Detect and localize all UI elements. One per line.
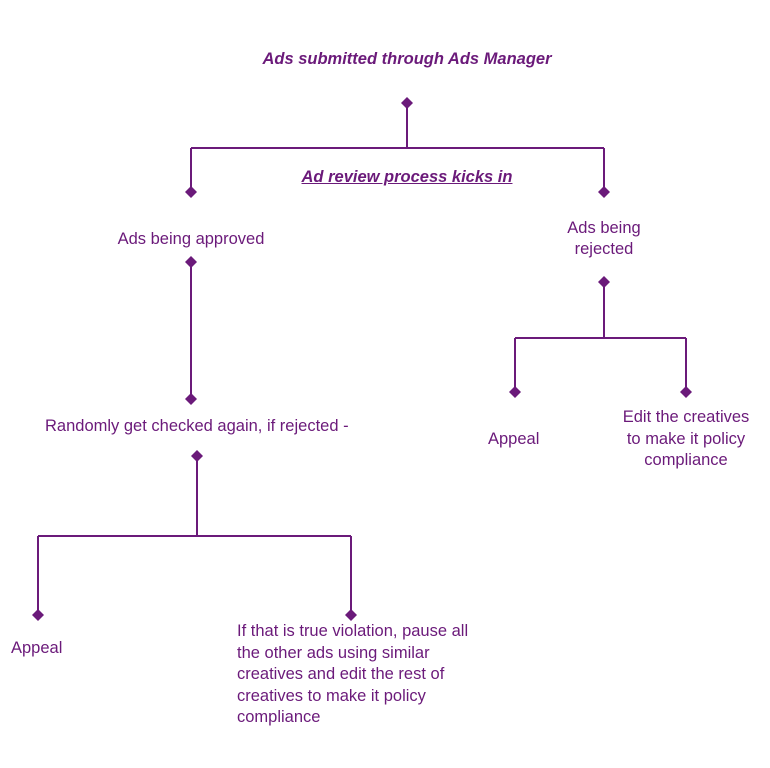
node-edit-creatives-line: compliance — [644, 451, 728, 469]
diamond-appeal-left — [32, 609, 44, 621]
node-recheck: Randomly get checked again, if rejected … — [45, 417, 349, 435]
diamond-rejected-top — [598, 186, 610, 198]
diamond-rejected-bottom — [598, 276, 610, 288]
diamond-appeal-right — [509, 386, 521, 398]
node-true-violation-line: creatives and edit the rest of — [237, 665, 445, 683]
node-ads-rejected-line: rejected — [574, 240, 634, 258]
node-appeal-right: Appeal — [488, 430, 540, 448]
node-ads-approved: Ads being approved — [117, 230, 265, 248]
diagram-title: Ads submitted through Ads Manager — [262, 50, 552, 68]
node-appeal-left: Appeal — [11, 639, 63, 657]
node-true-violation-line: creatives to make it policy — [237, 686, 426, 705]
diamond-recheck-top — [185, 393, 197, 405]
node-true-violation-line: If that is true violation, pause all — [237, 622, 469, 640]
node-true-violation-line: the other ads using similar — [237, 643, 430, 662]
diamond-approved-bottom — [185, 256, 197, 268]
diamond-violation — [345, 609, 357, 621]
diamond-recheck-bottom — [191, 450, 203, 462]
diamond-top — [401, 97, 413, 109]
diagram-subtitle: Ad review process kicks in — [301, 168, 513, 186]
node-ads-rejected-line: Ads being — [567, 219, 641, 237]
node-edit-creatives-line: to make it policy — [626, 429, 746, 448]
node-true-violation-line: compliance — [237, 708, 321, 726]
diamond-approved-top — [185, 186, 197, 198]
node-edit-creatives-line: Edit the creatives — [622, 408, 750, 426]
diamond-edit — [680, 386, 692, 398]
